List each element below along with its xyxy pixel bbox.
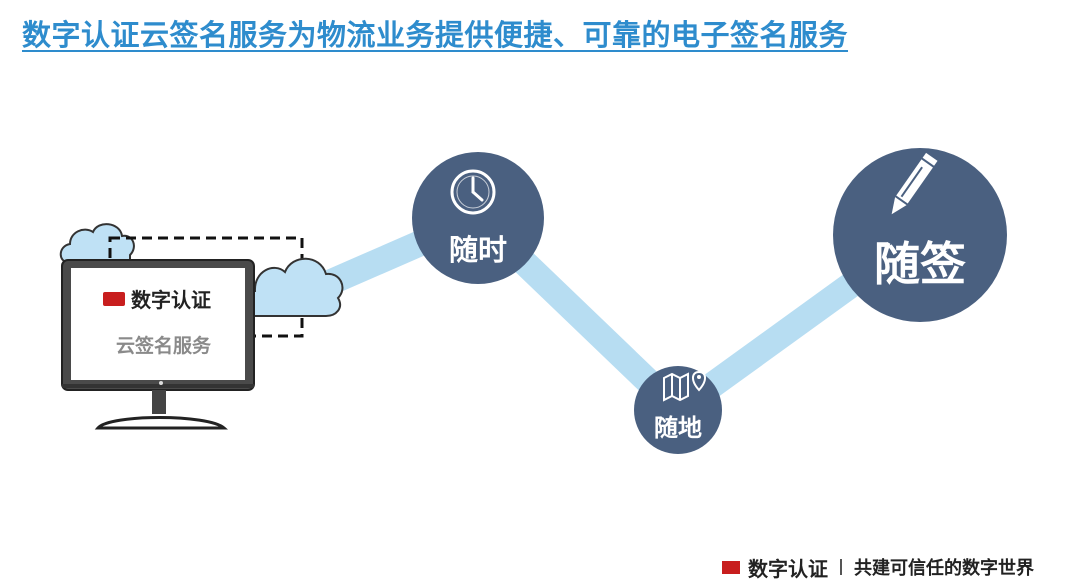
clock-icon [450, 169, 496, 215]
footer-logo-icon [722, 560, 740, 574]
pencil-icon [891, 152, 938, 215]
monitor-service-text: 云签名服务 [116, 334, 212, 357]
node-anytime: 随时 [412, 152, 544, 284]
brand-logo-icon [103, 292, 125, 306]
node-label-sign: 随签 [874, 237, 966, 291]
page-title: 数字认证云签名服务为物流业务提供便捷、可靠的电子签名服务 [22, 18, 849, 52]
monitor-brand-text: 数字认证 [131, 288, 211, 312]
monitor-illustration [61, 259, 255, 430]
footer-brand: 数字认证 [748, 556, 828, 581]
footer-divider [840, 559, 842, 575]
node-anywhere: 随地 [634, 366, 722, 454]
footer: 数字认证 共建可信任的数字世界 [722, 557, 1034, 581]
cloud-icon-right [242, 257, 344, 317]
connector-path [284, 202, 928, 427]
footer-slogan: 共建可信任的数字世界 [854, 558, 1034, 579]
node-sign-anytime: 随签 [833, 148, 1007, 322]
node-label-anytime: 随时 [449, 233, 507, 267]
node-label-anywhere: 随地 [654, 414, 702, 442]
cloud-icon-left [59, 223, 135, 263]
map-pin-icon [663, 370, 706, 402]
